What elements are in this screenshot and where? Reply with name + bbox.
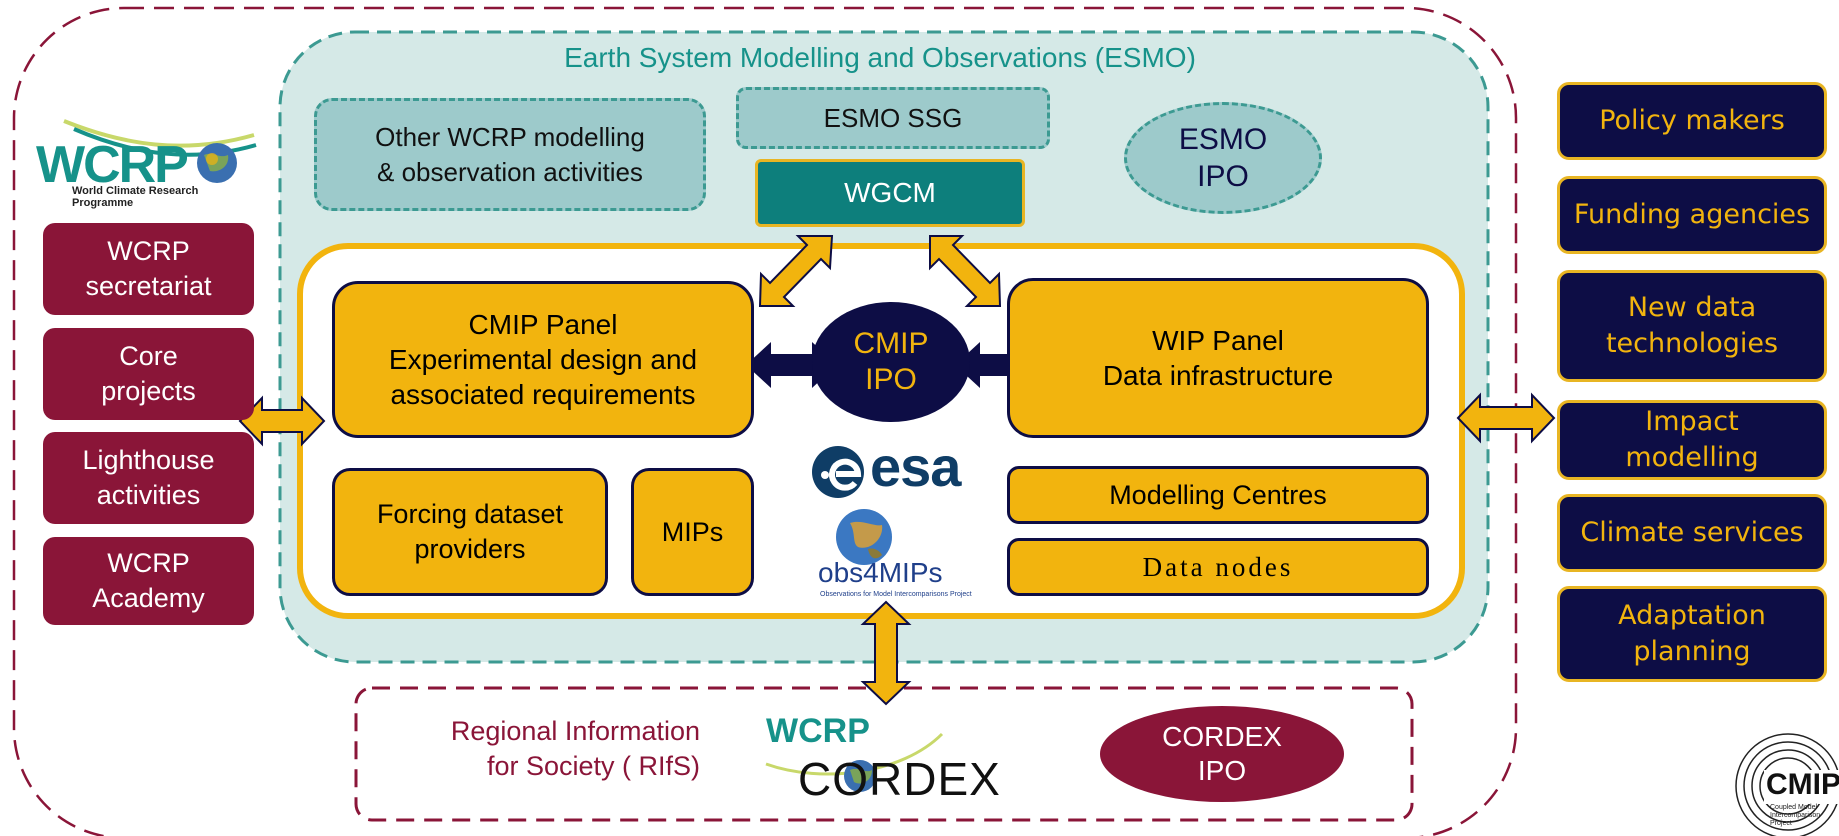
- obs4mips-logo-subtitle: Observations for Model Intercomparisons …: [820, 591, 972, 598]
- forcing-providers-box: Forcing dataset providers: [332, 468, 608, 596]
- data-nodes-box: Data nodes: [1007, 538, 1429, 596]
- arrow-wcrp-cmip: [238, 395, 326, 447]
- cmip-panel-body: Experimental design and associated requi…: [388, 344, 698, 410]
- esa-emblem-icon: [812, 446, 864, 498]
- wip-panel-title: WIP Panel: [1152, 325, 1284, 356]
- wcrp-academy-box: WCRP Academy: [43, 537, 254, 625]
- stakeholder-adaptation-planning: Adaptation planning: [1557, 586, 1827, 682]
- wcrp-logo-subtitle: World Climate Research Programme: [72, 185, 199, 209]
- cmip-ipo-ellipse: CMIP IPO: [812, 302, 970, 422]
- obs4mips-logo: obs4MIPs Observations for Model Intercom…: [812, 505, 982, 605]
- other-activities-box: Other WCRP modelling & observation activ…: [314, 98, 706, 211]
- obs4mips-logo-text: obs4MIPs: [818, 557, 943, 588]
- arrow-cmip-stakeholders: [1456, 392, 1556, 444]
- esmo-title: Earth System Modelling and Observations …: [564, 42, 1196, 73]
- lighthouse-activities-box: Lighthouse activities: [43, 432, 254, 524]
- wcrp-secretariat-box: WCRP secretariat: [43, 223, 254, 315]
- wip-panel-body: Data infrastructure: [1102, 360, 1334, 391]
- cordex-text: CORDEX: [798, 753, 1001, 805]
- esa-logo: esa: [808, 435, 976, 502]
- cordex-logo: WCRP CORDEX: [762, 712, 1012, 805]
- mips-box: MIPs: [631, 468, 754, 596]
- stakeholder-new-data-technologies: New data technologies: [1557, 270, 1827, 382]
- wcrp-swoosh-icon: [63, 119, 257, 183]
- stakeholder-funding-agencies: Funding agencies: [1557, 176, 1827, 254]
- arrow-wgcm-wip-panel: [929, 235, 1002, 307]
- cmip-logo-subtitle: Coupled Model Intercomparison Project: [1770, 804, 1821, 827]
- modelling-centres-box: Modelling Centres: [1007, 466, 1429, 524]
- cordex-swoosh-icon: [765, 732, 944, 792]
- wcrp-logo-text: WCRP: [36, 136, 189, 194]
- esmo-ipo-ellipse: ESMO IPO: [1124, 102, 1322, 214]
- cordex-ipo-ellipse: CORDEX IPO: [1100, 706, 1344, 802]
- cmip-panel-box: CMIP Panel Experimental design and assoc…: [332, 281, 754, 438]
- stakeholder-impact-modelling: Impact modelling: [1557, 400, 1827, 480]
- esa-logo-text: esa: [870, 435, 961, 498]
- wip-panel-box: WIP Panel Data infrastructure: [1007, 278, 1429, 438]
- cmip-logo-text: CMIP: [1766, 768, 1839, 801]
- wcrp-logo: WCRP World Climate Research Programme: [34, 115, 260, 209]
- arrow-cmip-rifs: [860, 600, 912, 706]
- cordex-wcrp-text: WCRP: [766, 712, 870, 750]
- core-projects-box: Core projects: [43, 328, 254, 420]
- arrow-wgcm-cmip-panel: [758, 235, 834, 307]
- stakeholder-policy-makers: Policy makers: [1557, 82, 1827, 160]
- wgcm-box: WGCM: [755, 159, 1025, 227]
- cmip-logo: CMIP Coupled Model Intercomparison Proje…: [1726, 724, 1839, 836]
- cmip-panel-title: CMIP Panel: [468, 309, 618, 340]
- esmo-ssg-box: ESMO SSG: [736, 87, 1050, 149]
- stakeholder-climate-services: Climate services: [1557, 494, 1827, 572]
- rifs-label: Regional Information for Society ( RIfS): [450, 716, 700, 781]
- globe-icon: [836, 509, 892, 565]
